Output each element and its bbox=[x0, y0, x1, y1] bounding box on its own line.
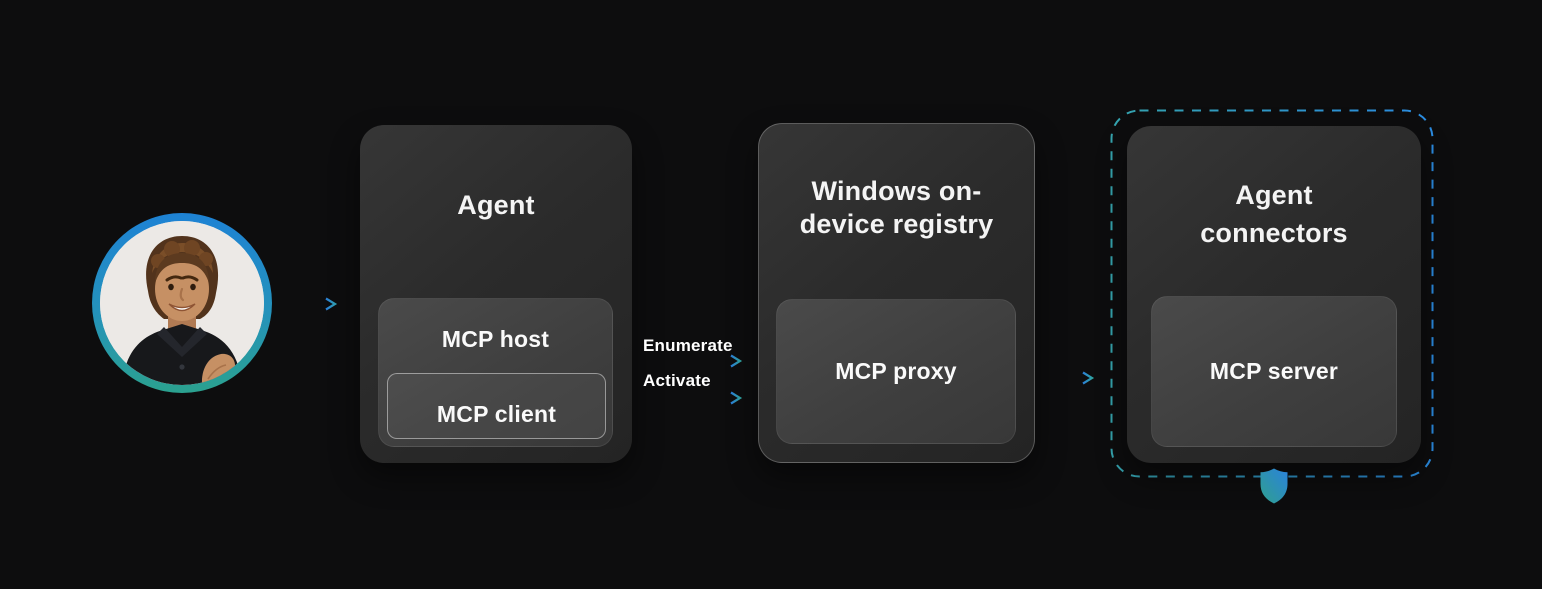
agent-title: Agent bbox=[457, 190, 535, 220]
agent-connectors-node: Agent connectors MCP server bbox=[1127, 126, 1421, 463]
agent-connectors-title: Agent connectors bbox=[1127, 176, 1421, 252]
mcp-client-label: MCP client bbox=[436, 401, 557, 427]
arrow-registry-to-connectors-icon bbox=[1045, 371, 1095, 385]
mcp-server-label: MCP server bbox=[1209, 358, 1339, 384]
user-avatar bbox=[92, 213, 272, 393]
user-photo bbox=[100, 221, 264, 385]
mcp-host-node: MCP host MCP client bbox=[378, 298, 613, 447]
mcp-server-node: MCP server bbox=[1151, 296, 1397, 447]
windows-registry-title: Windows on- device registry bbox=[759, 175, 1034, 241]
user-portrait-icon bbox=[100, 221, 264, 385]
shield-icon bbox=[1260, 468, 1288, 504]
mcp-client-node: MCP client bbox=[387, 373, 606, 439]
arrow-enumerate-icon bbox=[644, 354, 743, 368]
mcp-proxy-label: MCP proxy bbox=[835, 358, 957, 384]
agent-connectors-title-line2: connectors bbox=[1200, 218, 1348, 248]
windows-registry-title-line2: device registry bbox=[799, 209, 994, 239]
windows-registry-title-line1: Windows on- bbox=[811, 176, 982, 206]
arrow-user-to-agent-icon bbox=[290, 297, 338, 311]
enumerate-label: Enumerate bbox=[643, 336, 733, 355]
mcp-host-label: MCP host bbox=[441, 326, 550, 352]
mcp-proxy-node: MCP proxy bbox=[776, 299, 1016, 444]
agent-connectors-title-line1: Agent bbox=[1235, 180, 1313, 210]
arrow-activate-icon bbox=[644, 391, 743, 405]
agent-node: Agent MCP host MCP client bbox=[360, 125, 632, 463]
windows-registry-node: Windows on- device registry MCP proxy bbox=[758, 123, 1035, 463]
activate-label: Activate bbox=[643, 371, 711, 390]
